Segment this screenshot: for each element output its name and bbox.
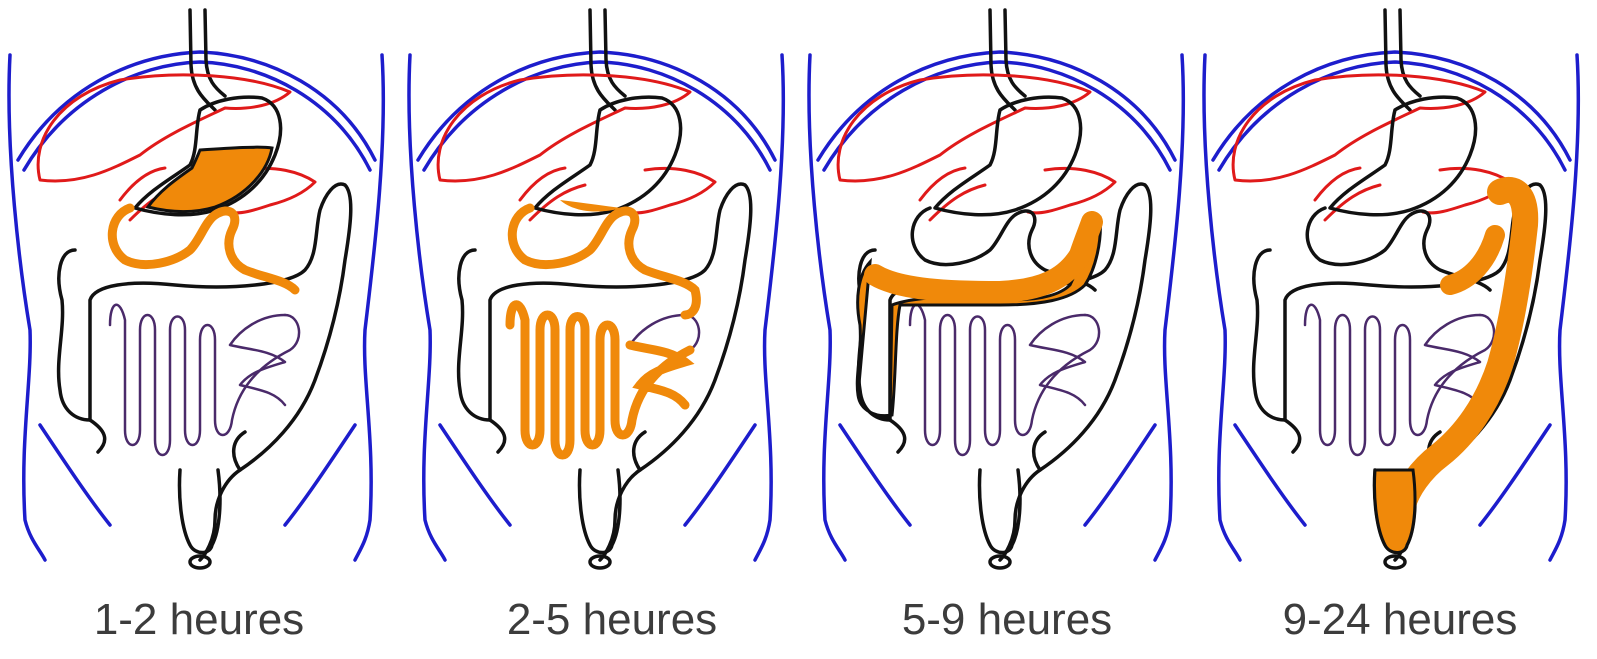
stage-label-3: 5-9 heures [857,598,1157,642]
rectum-fill [1374,470,1415,553]
diagram-panel-4 [1204,10,1578,568]
diagram-panel-3 [809,10,1183,568]
stomach-residue-fill [560,200,622,212]
stage-label-2: 2-5 heures [462,598,762,642]
small-intestine-fill [510,208,696,455]
duodenum-fill [112,208,295,290]
descending-colon-fill [1403,190,1525,505]
stage-label-1: 1-2 heures [49,598,349,642]
transverse-colon-fill [875,222,1092,292]
diagram-panel-1 [9,10,383,568]
stage-label-4: 9-24 heures [1250,598,1550,642]
diagram-panel-2 [409,10,783,568]
